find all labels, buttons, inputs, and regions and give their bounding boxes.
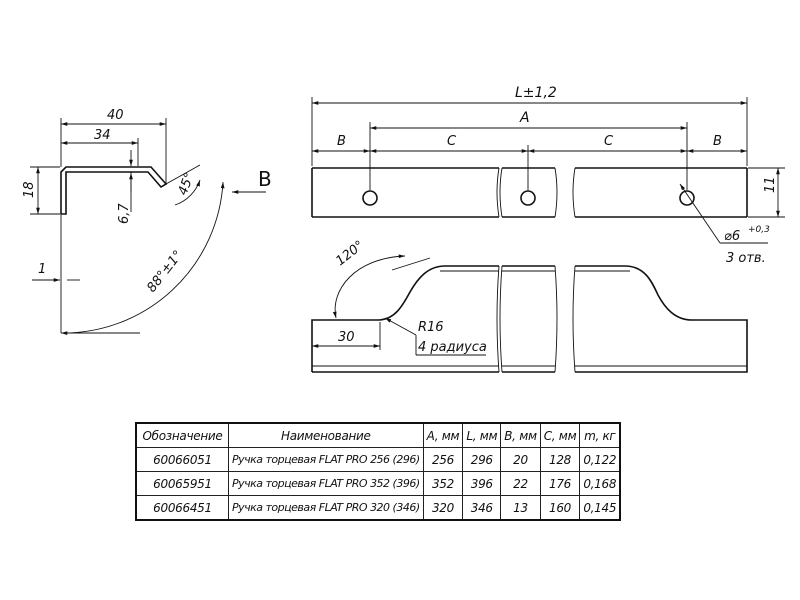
dim-depth: 6,7 (117, 203, 132, 224)
cell-a: 320 (422, 495, 464, 521)
cell-l: 296 (462, 447, 502, 472)
dim-c-left: C (447, 134, 457, 149)
hole-count: 3 отв. (726, 251, 766, 266)
radius-count: 4 радиуса (418, 340, 487, 355)
dim-angle-bevel: 45° (176, 171, 198, 198)
hole-right (679, 190, 695, 206)
dim-angle-open: 88°±1° (144, 248, 186, 296)
top-body-left (311, 167, 499, 218)
cell-c: 160 (539, 495, 581, 521)
dim-angle-front: 120° (333, 238, 367, 269)
front-profile-mid (502, 265, 555, 373)
table-row: 60065951 Ручка торцевая FLAT PRO 352 (39… (135, 471, 622, 496)
hole-left (362, 190, 378, 206)
dim-height-top: 11 (763, 176, 778, 193)
header-c: C, мм (539, 422, 581, 448)
dim-width-inner: 34 (94, 128, 111, 143)
cell-c: 176 (539, 471, 581, 496)
top-body-mid (502, 167, 555, 218)
cell-c: 128 (539, 447, 581, 472)
cell-m: 0,168 (579, 471, 622, 496)
front-profile-right (575, 265, 748, 373)
profile-outline (60, 166, 168, 215)
cell-code: 60066051 (135, 447, 229, 472)
cell-name: Ручка торцевая FLAT PRO 352 (396) (228, 471, 424, 496)
cell-m: 0,145 (579, 495, 622, 521)
top-view: L±1,2 A B C C B 11 ⌀6 +0,3 3 отв. (311, 85, 785, 266)
dim-b-left: B (337, 134, 346, 149)
dim-c-right: C (604, 134, 614, 149)
cell-m: 0,122 (579, 447, 622, 472)
cell-b: 20 (500, 447, 541, 472)
dim-radius: R16 (418, 320, 444, 335)
specification-table: Обозначение Наименование A, мм L, мм B, … (135, 422, 622, 521)
header-b: B, мм (500, 422, 541, 448)
dim-b-right: B (713, 134, 722, 149)
cell-name: Ручка торцевая FLAT PRO 320 (346) (228, 495, 424, 521)
cell-code: 60066451 (135, 495, 229, 521)
view-label-b: B (258, 167, 272, 191)
dim-offset: 30 (338, 330, 355, 345)
cell-a: 352 (422, 471, 464, 496)
dim-height: 18 (22, 181, 37, 198)
dim-a: A (519, 110, 530, 126)
top-body-right (575, 167, 748, 218)
table-header-row: Обозначение Наименование A, мм L, мм B, … (135, 422, 622, 448)
front-view: 120° 30 R16 4 радиуса (311, 238, 748, 373)
cell-code: 60065951 (135, 471, 229, 496)
header-a: A, мм (422, 422, 464, 448)
hole-mid (520, 190, 536, 206)
table-row: 60066451 Ручка торцевая FLAT PRO 320 (34… (135, 495, 622, 521)
front-profile-left (311, 265, 499, 372)
cell-l: 396 (462, 471, 502, 496)
cell-a: 256 (422, 447, 464, 472)
header-name: Наименование (228, 422, 424, 448)
header-l: L, мм (462, 422, 502, 448)
dim-width-total: 40 (107, 108, 124, 123)
dim-length: L±1,2 (515, 85, 557, 101)
side-section-view: 40 34 18 6,7 1 45° 88°±1° B (22, 108, 272, 335)
dim-thickness: 1 (38, 262, 46, 277)
header-m: m, кг (579, 422, 622, 448)
cell-b: 13 (500, 495, 541, 521)
header-code: Обозначение (135, 422, 229, 448)
hole-diameter: ⌀6 (724, 229, 740, 244)
cell-b: 22 (500, 471, 541, 496)
table-row: 60066051 Ручка торцевая FLAT PRO 256 (29… (135, 447, 622, 472)
hole-tolerance: +0,3 (748, 225, 770, 235)
cell-name: Ручка торцевая FLAT PRO 256 (296) (228, 447, 424, 472)
cell-l: 346 (462, 495, 502, 521)
